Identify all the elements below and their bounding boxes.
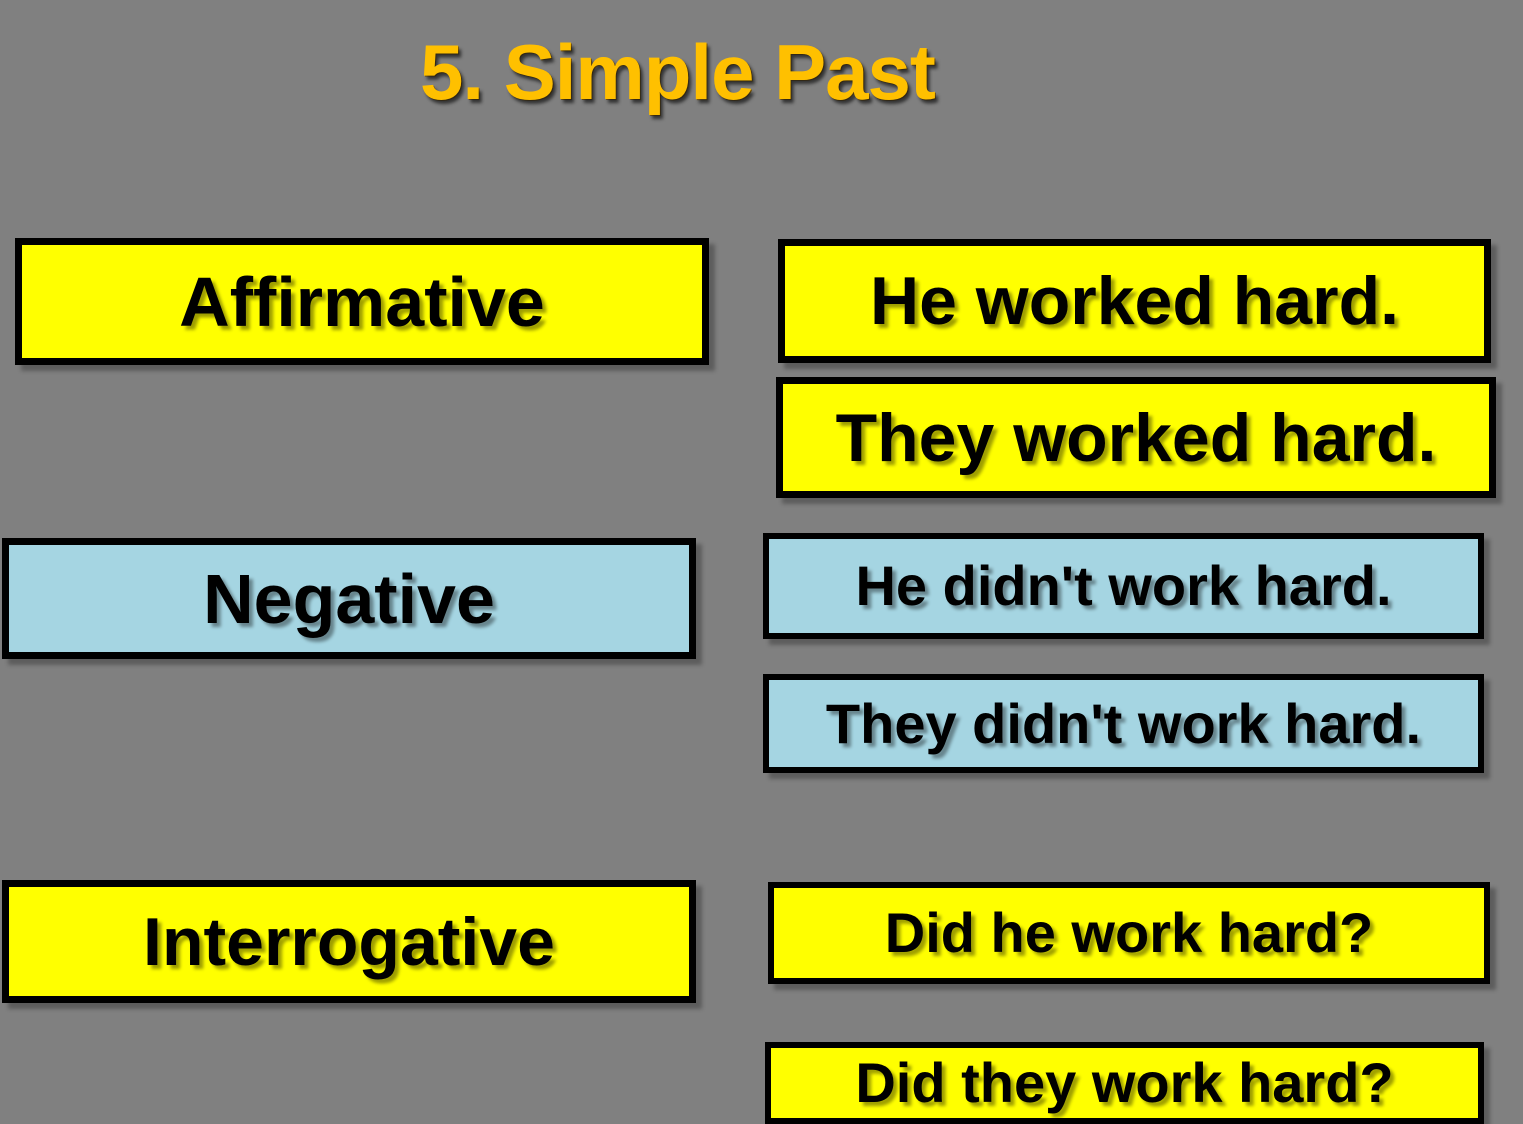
slide-title: 5. Simple Past [420,28,936,116]
example-text: They worked hard. [835,399,1437,476]
interrogative-label-box: Interrogative [2,880,696,1003]
example-text: Did they work hard? [855,1051,1394,1114]
negative-label: Negative [203,559,495,638]
example-interrogative-he: Did he work hard? [768,882,1490,984]
example-text: Did he work hard? [884,901,1374,964]
affirmative-label: Affirmative [179,262,545,341]
example-interrogative-they: Did they work hard? [765,1042,1484,1124]
example-negative-they: They didn't work hard. [763,674,1484,773]
interrogative-label: Interrogative [143,903,555,980]
example-text: He didn't work hard. [855,554,1392,617]
example-affirmative-he: He worked hard. [778,239,1491,363]
example-text: They didn't work hard. [825,691,1422,755]
example-affirmative-they: They worked hard. [776,377,1496,498]
negative-label-box: Negative [2,538,696,659]
affirmative-label-box: Affirmative [15,238,709,365]
example-negative-he: He didn't work hard. [763,533,1484,639]
example-text: He worked hard. [869,263,1400,339]
